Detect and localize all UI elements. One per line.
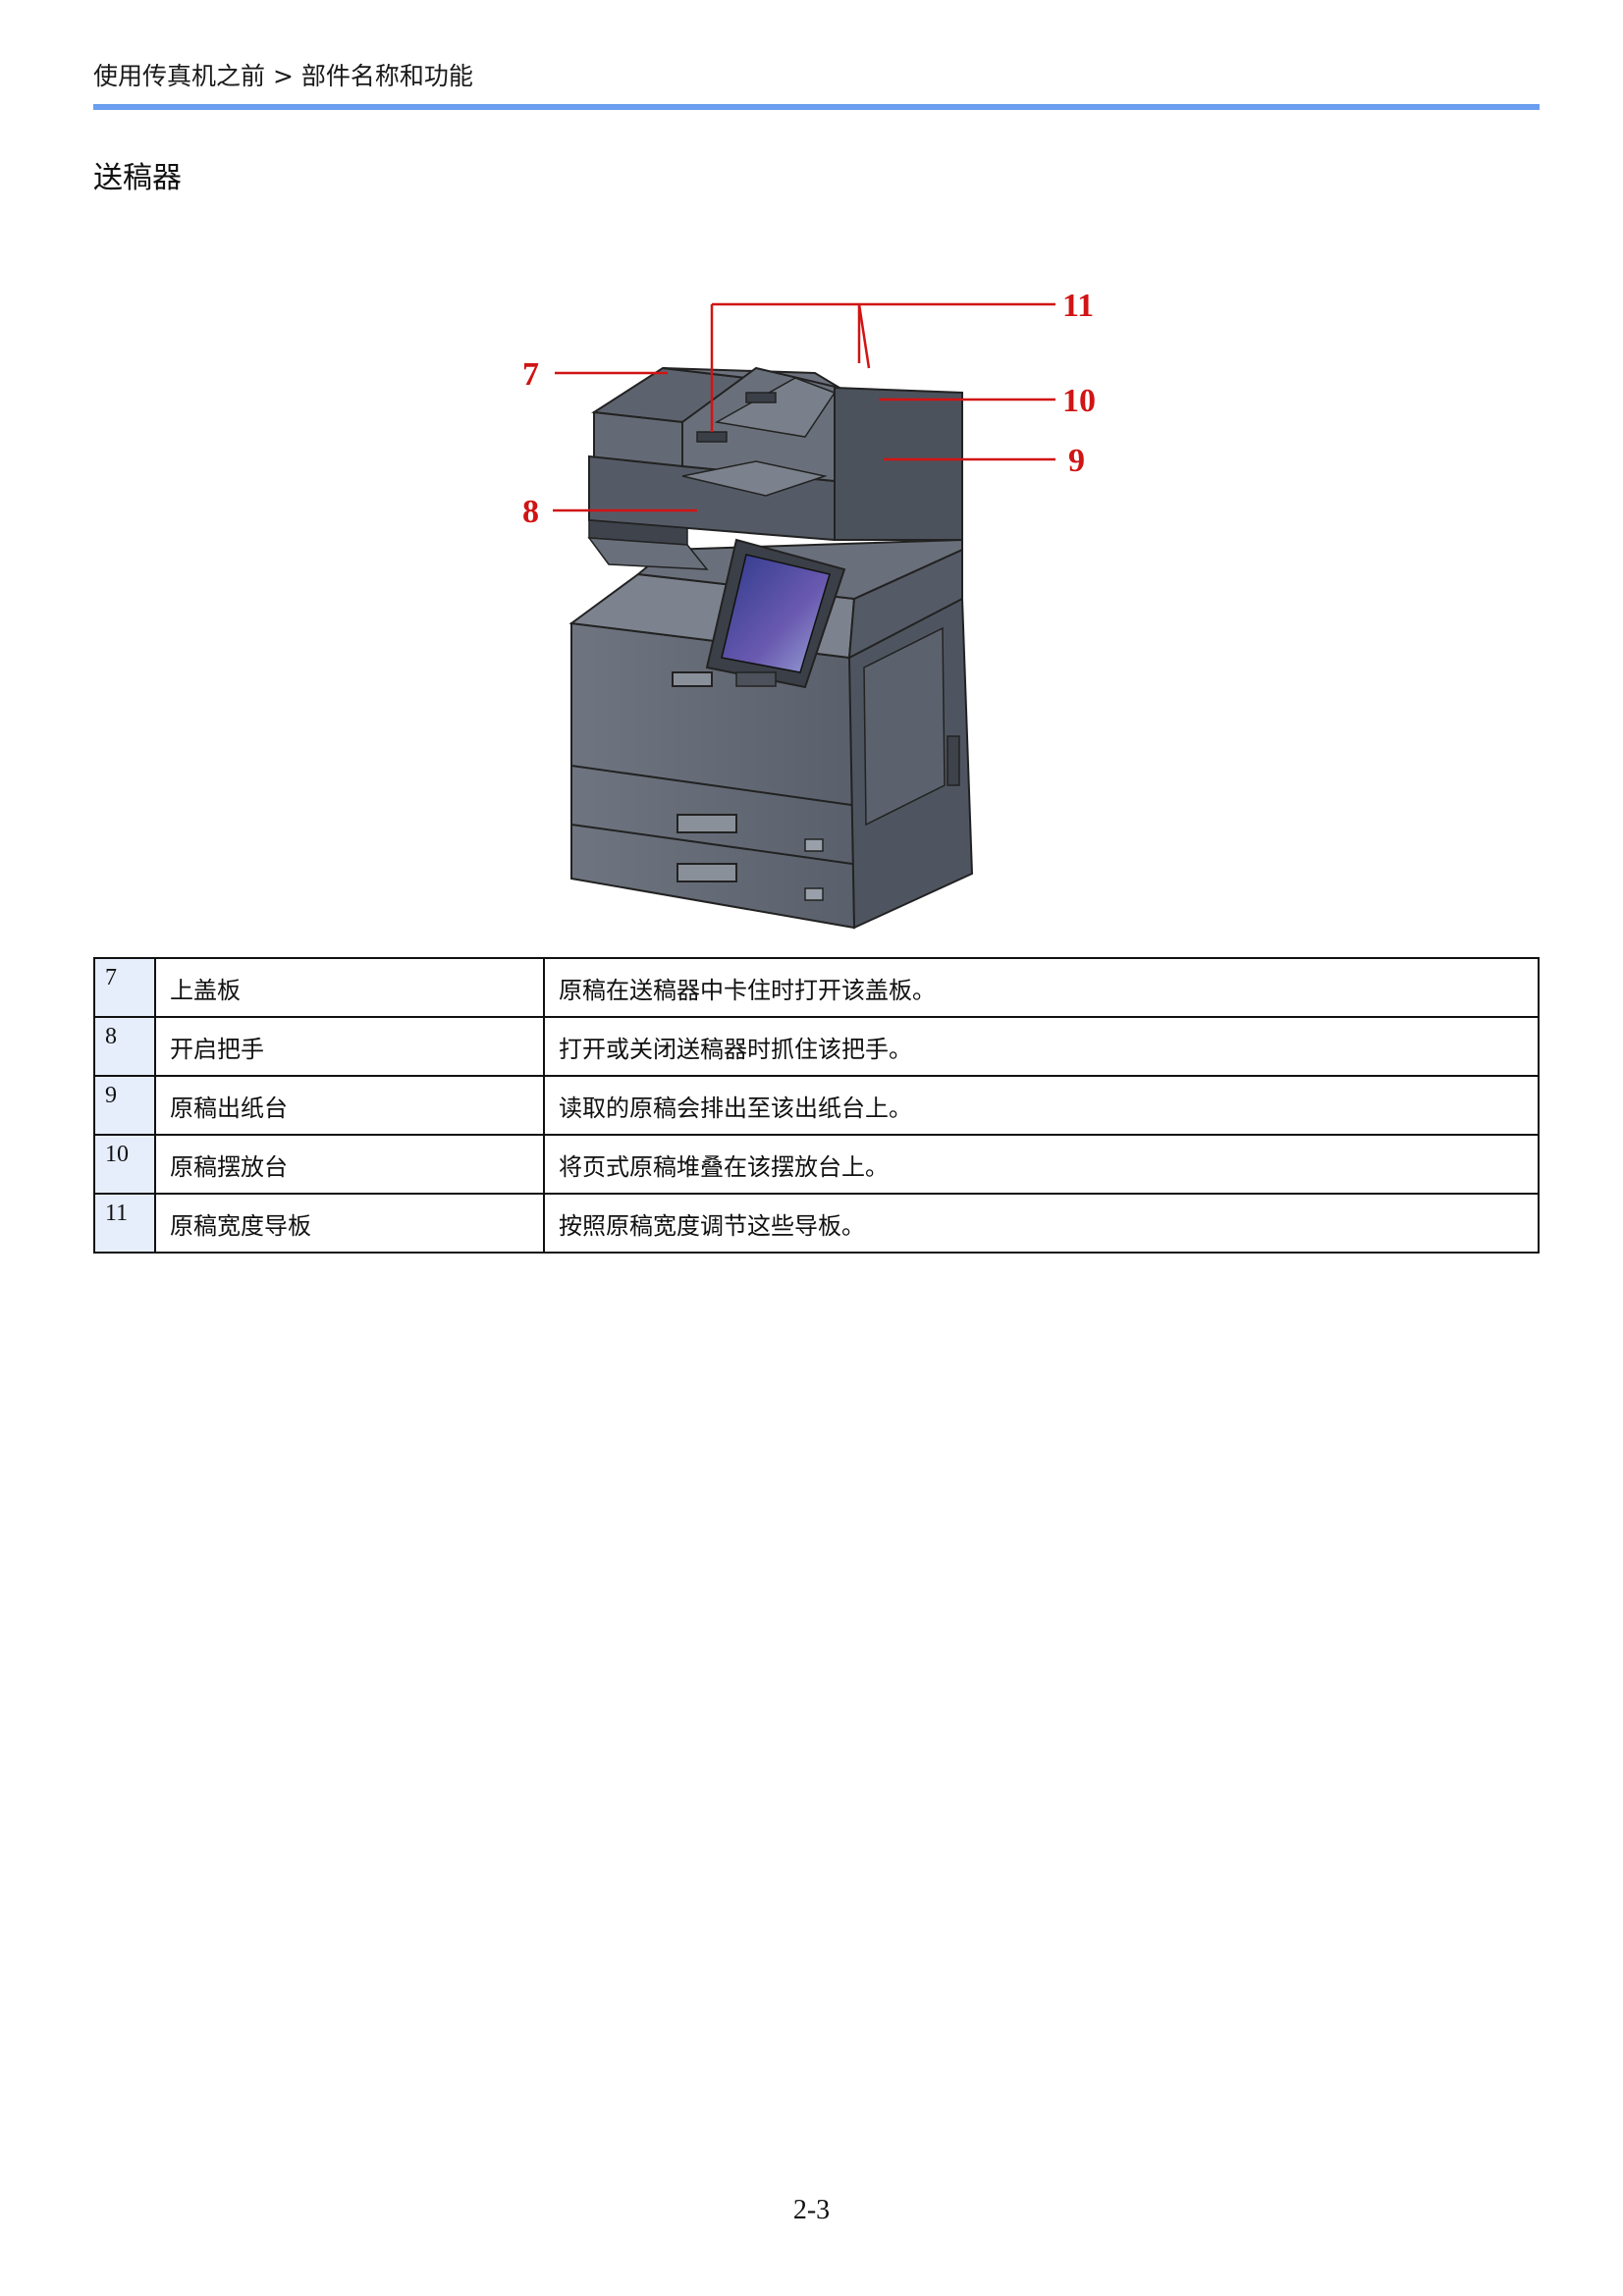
printer-body [570, 568, 974, 930]
callout-8: 8 [522, 494, 539, 530]
part-number: 7 [93, 957, 156, 1018]
part-name: 原稿宽度导板 [154, 1193, 545, 1254]
part-number: 9 [93, 1075, 156, 1136]
part-name: 原稿出纸台 [154, 1075, 545, 1136]
part-description: 原稿在送稿器中卡住时打开该盖板。 [543, 957, 1540, 1018]
part-name: 开启把手 [154, 1016, 545, 1077]
section-title: 送稿器 [93, 161, 182, 195]
header-divider [93, 104, 1540, 110]
page-number: 2-3 [792, 2195, 831, 2225]
table-row: 8 开启把手 打开或关闭送稿器时抓住该把手。 [93, 1016, 1540, 1077]
part-description: 按照原稿宽度调节这些导板。 [543, 1193, 1540, 1254]
breadcrumb: 使用传真机之前 > 部件名称和功能 [93, 62, 473, 90]
part-description: 将页式原稿堆叠在该摆放台上。 [543, 1134, 1540, 1195]
parts-table: 7 上盖板 原稿在送稿器中卡住时打开该盖板。 8 开启把手 打开或关闭送稿器时抓… [93, 957, 1540, 1254]
table-row: 7 上盖板 原稿在送稿器中卡住时打开该盖板。 [93, 957, 1540, 1018]
part-number: 11 [93, 1193, 156, 1254]
part-description: 读取的原稿会排出至该出纸台上。 [543, 1075, 1540, 1136]
callout-11: 11 [1062, 288, 1094, 324]
operation-panel [705, 538, 846, 689]
table-row: 9 原稿出纸台 读取的原稿会排出至该出纸台上。 [93, 1075, 1540, 1136]
part-number: 10 [93, 1134, 156, 1195]
callout-9: 9 [1068, 443, 1085, 479]
callout-7: 7 [522, 356, 539, 393]
callout-lines [553, 302, 1055, 512]
table-row: 11 原稿宽度导板 按照原稿宽度调节这些导板。 [93, 1193, 1540, 1254]
table-row: 10 原稿摆放台 将页式原稿堆叠在该摆放台上。 [93, 1134, 1540, 1195]
document-processor [587, 366, 963, 570]
part-name: 原稿摆放台 [154, 1134, 545, 1195]
part-name: 上盖板 [154, 957, 545, 1018]
callout-10: 10 [1062, 383, 1096, 419]
document-processor-illustration: 7 8 9 10 11 [511, 275, 1119, 933]
printer-diagram: 7 8 9 10 11 [522, 288, 1096, 930]
part-number: 8 [93, 1016, 156, 1077]
part-description: 打开或关闭送稿器时抓住该把手。 [543, 1016, 1540, 1077]
